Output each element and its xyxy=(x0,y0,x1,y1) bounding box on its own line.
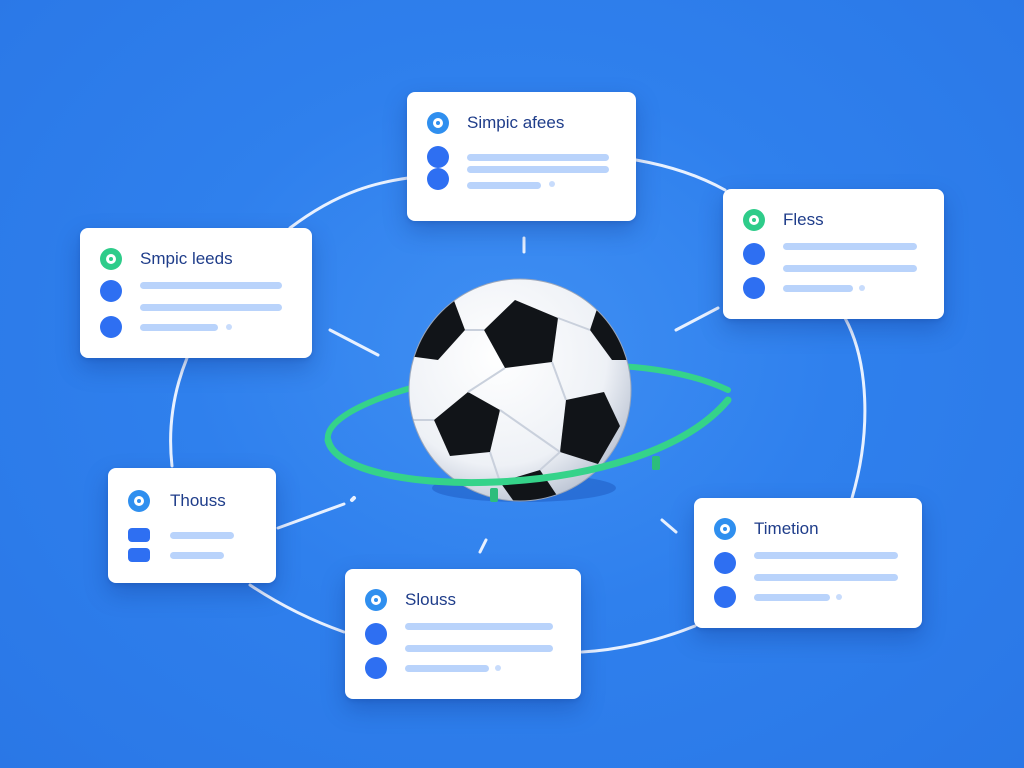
bullet-icon xyxy=(128,528,150,542)
node-title: Timetion xyxy=(754,519,819,538)
placeholder-dot xyxy=(495,665,501,671)
placeholder-line xyxy=(783,265,917,272)
outer-orbit-line xyxy=(248,583,346,634)
connector-dash xyxy=(478,538,488,554)
placeholder-line xyxy=(783,285,853,292)
node-title: Thouss xyxy=(170,491,226,510)
placeholder-line xyxy=(754,552,898,559)
placeholder-line xyxy=(467,166,609,173)
radio-icon xyxy=(743,209,765,231)
connector-dash xyxy=(276,502,346,530)
outer-orbit-line xyxy=(580,624,697,654)
connector-dash xyxy=(328,328,380,357)
orbit-ring-front xyxy=(324,396,732,487)
bullet-icon xyxy=(100,316,122,338)
placeholder-dot xyxy=(549,181,555,187)
node-title: Smpic leeds xyxy=(140,249,233,268)
bullet-icon xyxy=(427,168,449,190)
placeholder-line xyxy=(467,154,609,161)
bullet-icon xyxy=(365,623,387,645)
placeholder-line xyxy=(467,182,541,189)
radio-icon xyxy=(427,112,449,134)
node-title: Slouss xyxy=(405,590,457,609)
radio-icon xyxy=(714,518,736,540)
node-card-left[interactable]: Smpic leeds xyxy=(80,228,312,358)
placeholder-line xyxy=(783,243,917,250)
node-card-top[interactable]: Simpic afees xyxy=(407,92,636,221)
bullet-icon xyxy=(714,552,736,574)
node-card-bottom-left[interactable]: Thouss xyxy=(108,468,276,583)
placeholder-line xyxy=(754,574,898,581)
placeholder-line xyxy=(405,623,553,630)
node-title: Fless xyxy=(783,210,824,229)
outer-orbit-line xyxy=(634,158,727,192)
bullet-icon xyxy=(743,243,765,265)
radio-icon xyxy=(365,589,387,611)
bullet-icon xyxy=(100,280,122,302)
ring-connector xyxy=(652,456,660,470)
radio-icon xyxy=(100,248,122,270)
radio-icon xyxy=(128,490,150,512)
placeholder-line xyxy=(140,324,218,331)
bullet-icon xyxy=(427,146,449,168)
bullet-icon xyxy=(365,657,387,679)
placeholder-line xyxy=(754,594,830,601)
placeholder-line xyxy=(170,532,234,539)
placeholder-line xyxy=(140,282,282,289)
bullet-icon xyxy=(743,277,765,299)
node-title: Simpic afees xyxy=(467,113,565,132)
ring-connector xyxy=(490,488,498,502)
connector-dash xyxy=(350,496,356,502)
bullet-icon xyxy=(714,586,736,608)
outer-orbit-line xyxy=(288,176,410,230)
placeholder-dot xyxy=(226,324,232,330)
placeholder-line xyxy=(170,552,224,559)
outer-orbit-line xyxy=(169,356,189,468)
placeholder-line xyxy=(140,304,282,311)
placeholder-line xyxy=(405,665,489,672)
placeholder-dot xyxy=(859,285,865,291)
outer-orbit-line xyxy=(843,316,867,500)
node-card-bottom[interactable]: Slouss xyxy=(345,569,581,699)
placeholder-line xyxy=(405,645,553,652)
connector-dash xyxy=(674,306,720,332)
bullet-icon xyxy=(128,548,150,562)
node-card-right[interactable]: Fless xyxy=(723,189,944,319)
placeholder-dot xyxy=(836,594,842,600)
soccer-ball-icon xyxy=(408,278,632,502)
node-card-bottom-right[interactable]: Timetion xyxy=(694,498,922,628)
connector-dash xyxy=(660,518,678,534)
